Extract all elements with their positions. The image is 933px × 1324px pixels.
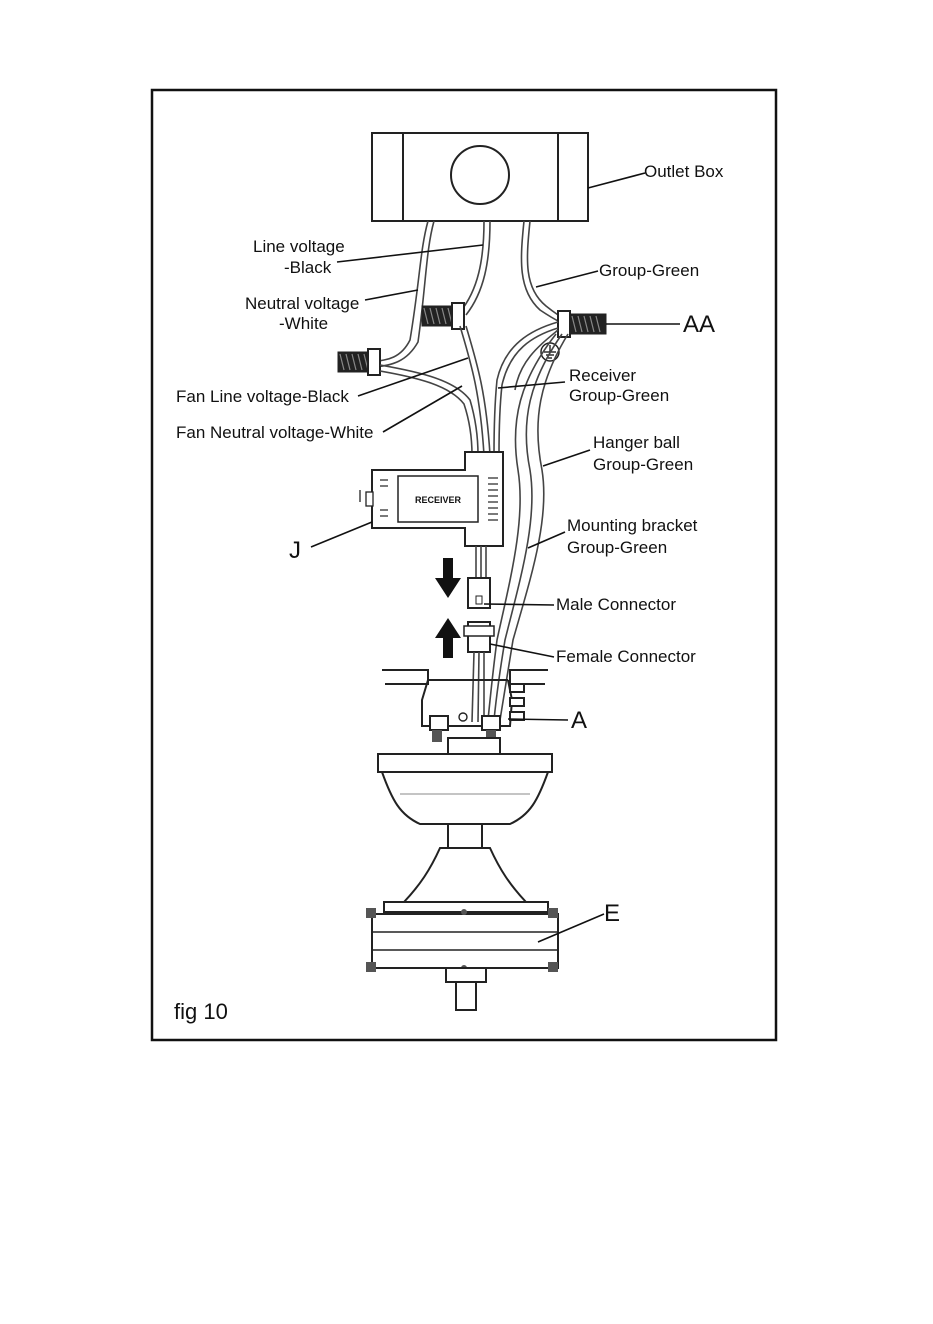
figure-caption: fig 10 [174,999,228,1024]
arrow-down-icon [435,558,461,598]
label-neutral-voltage-white: -White [279,314,328,333]
leader-lines [311,173,680,942]
outlet-box [372,133,588,221]
label-j: J [289,537,301,564]
label-receiver-group-green: Group-Green [569,386,669,405]
label-aa: AA [683,311,715,338]
label-mounting-bracket-group-green: Group-Green [567,538,667,557]
fan-wires [380,322,558,455]
motor-housing [366,902,558,1010]
label-group-green: Group-Green [599,261,699,280]
canopy [378,738,552,824]
label-male-connector: Male Connector [556,595,676,614]
wire-nut-aa [558,311,606,337]
label-hanger-ball: Hanger ball [593,433,680,452]
label-female-connector: Female Connector [556,647,696,666]
label-fan-line-voltage: Fan Line voltage-Black [176,387,349,406]
connector-wires [464,546,494,722]
downrod-collar [404,824,526,902]
wire-nut-black [422,303,464,329]
receiver-unit: RECEIVER [360,452,503,546]
label-mounting-bracket: Mounting bracket [567,516,698,535]
label-neutral-voltage: Neutral voltage [245,294,359,313]
receiver-label-text: RECEIVER [415,495,462,505]
label-line-voltage: Line voltage [253,237,345,256]
label-hanger-ball-group-green: Group-Green [593,455,693,474]
label-outlet-box: Outlet Box [644,162,724,181]
mounting-bracket [382,670,548,742]
arrow-up-icon [435,618,461,658]
wire-nut-white [338,349,380,375]
label-fan-neutral-voltage: Fan Neutral voltage-White [176,423,373,442]
label-line-voltage-black: -Black [284,258,332,277]
label-a: A [571,707,587,734]
label-e: E [604,900,620,927]
label-receiver: Receiver [569,366,636,385]
